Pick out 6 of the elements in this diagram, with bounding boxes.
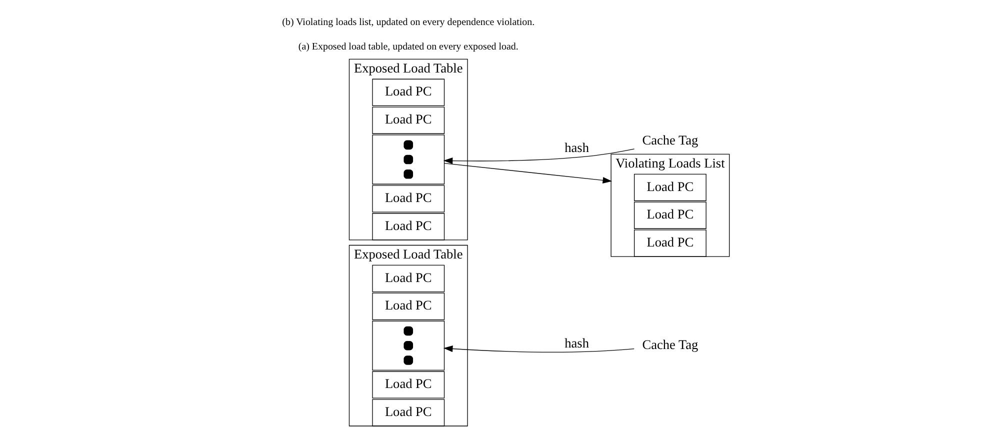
node-text: Cache Tag [642,336,698,352]
edge-label: hash [564,140,589,156]
edge-label: hash [564,336,589,351]
node-text: Cache Tag [642,132,698,148]
label: (a) Exposed load table, updated on every exposed load. [298,42,518,53]
label: (b) Violating loads list, updated on every dependence violation. [282,16,534,28]
